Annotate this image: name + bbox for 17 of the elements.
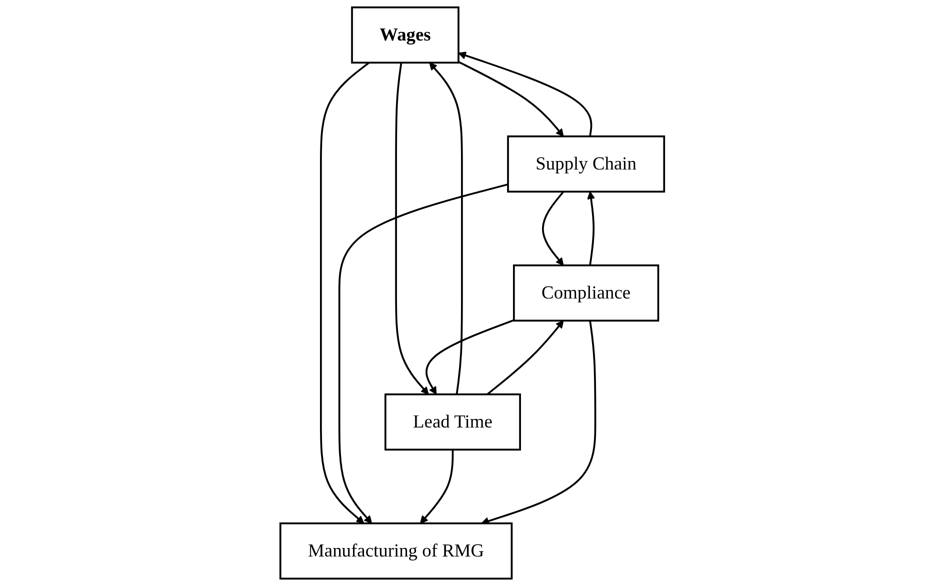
arrow	[587, 191, 596, 266]
arrow	[481, 320, 596, 525]
arrow	[426, 319, 514, 395]
node-box: Supply Chain	[507, 135, 666, 193]
node-box: Manufacturing of RMG	[280, 522, 513, 580]
node-box: Compliance	[513, 264, 660, 322]
arrow	[395, 62, 430, 395]
node-box: Lead Time	[384, 393, 522, 451]
arrow	[458, 61, 564, 137]
arrow	[429, 62, 464, 394]
arrow	[420, 450, 454, 524]
node-box: Wages	[351, 6, 460, 64]
arrow	[486, 320, 564, 396]
arrow	[458, 52, 592, 136]
arrow	[320, 62, 370, 524]
arrow	[542, 191, 564, 266]
arrow	[338, 184, 508, 524]
